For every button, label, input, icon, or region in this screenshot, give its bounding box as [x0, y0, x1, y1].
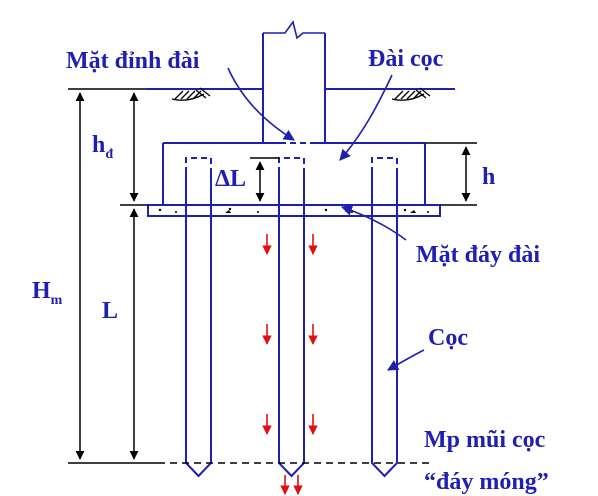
dim-deltaL	[250, 157, 279, 202]
dim-h	[425, 142, 477, 206]
friction-arrows	[262, 234, 318, 495]
label-coc: Cọc	[428, 325, 468, 351]
leader-coc	[387, 349, 425, 371]
label-mat-dinh-dai: Mặt đỉnh đài	[66, 48, 200, 74]
ground-hatch-right	[391, 87, 431, 101]
leader-mat-dinh-dai	[227, 67, 295, 141]
leader-mat-day-dai	[340, 205, 407, 241]
leader-dai-coc	[339, 74, 393, 161]
pile-left	[185, 173, 212, 478]
label-mat-day-dai: Mặt đáy đài	[416, 242, 540, 268]
pile-cap	[162, 142, 426, 205]
label-l: L	[102, 298, 118, 324]
label-hm: Hm	[32, 278, 63, 308]
dim-Hm	[68, 88, 158, 464]
label-h: h	[482, 164, 495, 190]
label-hd: hđ	[92, 132, 113, 162]
dim-hd	[120, 92, 148, 206]
pile-middle	[278, 173, 305, 478]
pile-right	[371, 173, 398, 478]
ground-hatch-left	[171, 87, 211, 101]
label-mp-mui-coc: Mp mũi cọc	[424, 427, 546, 453]
base-slab	[147, 204, 441, 217]
leader-arrows	[227, 67, 425, 371]
label-delta-l: ΔL	[215, 166, 246, 192]
label-dai-coc: Đài cọc	[368, 46, 444, 72]
label-day-mong: “đáy móng”	[424, 469, 549, 495]
